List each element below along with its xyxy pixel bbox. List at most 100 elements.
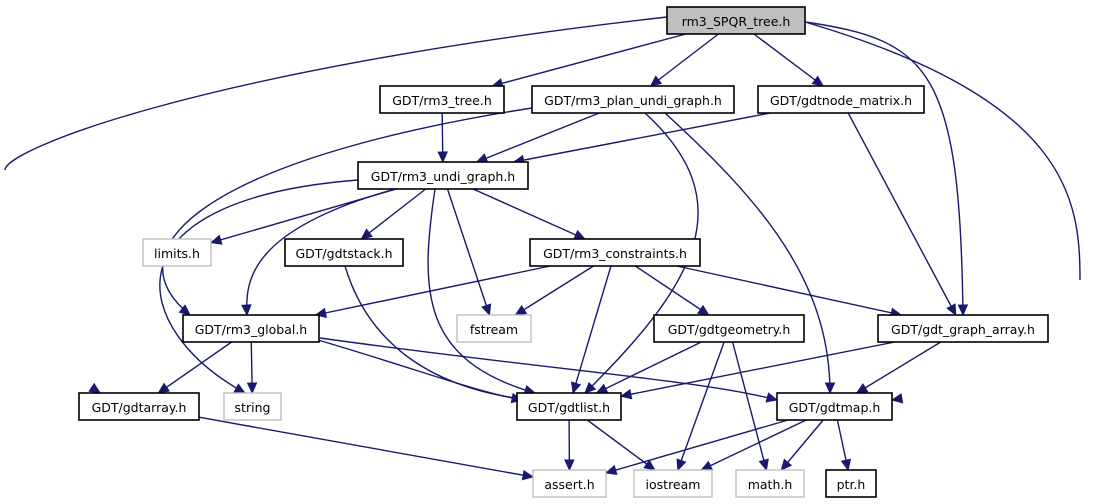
edge-gdtgeometry-to-gdtlist-arrowhead	[595, 383, 609, 394]
edge-gdtmap-to-math-arrowhead	[780, 458, 793, 471]
node-label: fstream	[470, 322, 518, 337]
edge-root-to-gdtarray	[4, 16, 668, 171]
edge-gdtarray-to-assert	[198, 416, 534, 478]
edge-rm3_undi_graph-to-gdtstack-arrowhead	[360, 228, 373, 240]
edge-gdtmap-to-iostream	[701, 419, 807, 471]
edge-rm3_global-to-string-arrowhead	[246, 382, 258, 395]
edge-rm3_undi_graph-to-rm3_constraints	[472, 188, 586, 240]
node-gdtstack[interactable]: GDT/gdtstack.h	[284, 238, 404, 267]
node-box	[531, 85, 735, 114]
edge-gdtgeometry-to-math-arrowhead	[758, 458, 769, 472]
node-assert: assert.h	[532, 469, 607, 498]
node-label: GDT/gdtgeometry.h	[668, 322, 791, 337]
edge-rm3_plan_undi_graph-to-rm3_global	[162, 107, 533, 316]
edge-rm3_constraints-to-gdtlist-arrowhead	[570, 381, 582, 395]
node-box	[379, 85, 505, 114]
node-label: GDT/rm3_plan_undi_graph.h	[544, 93, 722, 108]
edge-root-to-gdt_graph_array-arrowhead	[957, 304, 969, 317]
edge-rm3_undi_graph-to-gdtstack	[360, 188, 427, 240]
edge-rm3_plan_undi_graph-to-rm3_undi_graph	[476, 112, 600, 163]
node-label: GDT/rm3_constraints.h	[543, 246, 687, 261]
node-root[interactable]: rm3_SPQR_tree.h	[666, 6, 806, 35]
edge-root-to-rm3_plan_undi_graph-arrowhead	[649, 75, 663, 87]
node-ptr[interactable]: ptr.h	[825, 469, 877, 498]
edge-root-to-gdtnode_matrix	[753, 33, 824, 87]
edge-rm3_plan_undi_graph-to-gdtlist-arrowhead	[584, 381, 597, 394]
edge-rm3_undi_graph-to-fstream	[446, 188, 491, 316]
edge-gdtnode_matrix-to-rm3_undi_graph	[513, 112, 771, 163]
node-math: math.h	[735, 469, 805, 498]
edge-gdtmap-to-iostream-arrowhead	[700, 460, 714, 471]
node-label: assert.h	[544, 477, 594, 492]
edge-rm3_constraints-to-fstream-arrowhead	[514, 304, 528, 316]
node-label: GDT/rm3_tree.h	[392, 93, 492, 108]
edge-gdt_graph_array-to-gdtmap-arrowhead	[855, 383, 869, 394]
node-label: GDT/rm3_undi_graph.h	[371, 169, 515, 184]
edge-root-to-gdtarray-arrowhead	[88, 382, 102, 394]
node-box	[223, 392, 282, 421]
node-rm3-plan-undi-graph[interactable]: GDT/rm3_plan_undi_graph.h	[531, 85, 735, 114]
node-rm3-undi-graph[interactable]: GDT/rm3_undi_graph.h	[357, 161, 529, 190]
edge-gdt_graph_array-to-gdtlist	[620, 341, 895, 397]
edge-gdtgeometry-to-gdtlist	[596, 341, 702, 394]
edge-gdtlist-to-assert-arrowhead	[564, 459, 575, 472]
node-gdtmap[interactable]: GDT/gdtmap.h	[776, 392, 893, 421]
node-label: rm3_SPQR_tree.h	[682, 14, 791, 29]
node-gdtgeometry[interactable]: GDT/gdtgeometry.h	[653, 314, 805, 343]
edge-rm3_global-to-gdtarray	[157, 341, 233, 394]
node-box	[735, 469, 805, 498]
node-gdtnode-matrix[interactable]: GDT/gdtnode_matrix.h	[757, 85, 925, 114]
edge-rm3_constraints-to-gdt_graph_array	[676, 265, 902, 316]
node-box	[142, 238, 212, 267]
edge-rm3_plan_undi_graph-to-gdtmap-arrowhead	[824, 382, 836, 395]
edge-rm3_undi_graph-to-rm3_global	[246, 188, 396, 316]
edge-gdtgeometry-to-iostream	[677, 341, 725, 471]
node-string: string	[223, 392, 282, 421]
node-box	[633, 469, 713, 498]
node-label: GDT/gdt_graph_array.h	[891, 322, 1035, 337]
node-box	[182, 314, 320, 343]
edge-gdtgeometry-to-math	[731, 341, 768, 471]
edge-root-to-gdtmap	[804, 21, 1081, 281]
node-rm3-tree[interactable]: GDT/rm3_tree.h	[379, 85, 505, 114]
edge-gdt_graph_array-to-gdtmap	[856, 341, 942, 394]
node-label: GDT/gdtstack.h	[295, 246, 392, 261]
node-box	[532, 469, 607, 498]
node-box	[825, 469, 877, 498]
edge-gdtmap-to-math	[780, 419, 824, 471]
edge-rm3_undi_graph-to-string	[159, 179, 359, 394]
edge-gdtnode_matrix-to-gdt_graph_array-arrowhead	[946, 303, 957, 317]
edge-gdtmap-to-assert	[605, 419, 789, 474]
node-box	[877, 314, 1049, 343]
edge-rm3_undi_graph-to-fstream-arrowhead	[481, 303, 492, 317]
edge-gdtmap-to-ptr-arrowhead	[840, 458, 852, 472]
edge-rm3_undi_graph-to-rm3_global-arrowhead	[241, 304, 252, 317]
edge-rm3_constraints-to-gdtgeometry	[634, 265, 710, 316]
node-label: GDT/gdtlist.h	[528, 400, 610, 415]
node-box	[357, 161, 529, 190]
edge-root-to-gdtmap-arrowhead	[890, 393, 904, 404]
edge-rm3_plan_undi_graph-to-gdtmap	[664, 112, 831, 394]
edge-gdtgeometry-to-iostream-arrowhead	[676, 458, 687, 472]
edge-root-to-rm3_plan_undi_graph	[650, 33, 719, 87]
node-label: string	[235, 400, 271, 415]
node-box	[529, 238, 701, 267]
node-box	[653, 314, 805, 343]
node-gdtarray[interactable]: GDT/gdtarray.h	[78, 392, 200, 421]
node-gdt-graph-array[interactable]: GDT/gdt_graph_array.h	[877, 314, 1049, 343]
edge-rm3_undi_graph-to-limits-arrowhead	[209, 234, 223, 245]
edge-gdt_graph_array-to-gdtlist-arrowhead	[619, 388, 633, 400]
edge-rm3_global-to-gdtmap	[319, 337, 778, 401]
node-gdtlist[interactable]: GDT/gdtlist.h	[516, 392, 622, 421]
edge-rm3_undi_graph-to-gdtlist	[427, 188, 536, 394]
node-limits: limits.h	[142, 238, 212, 267]
node-rm3-constraints[interactable]: GDT/rm3_constraints.h	[529, 238, 701, 267]
edge-rm3_undi_graph-to-rm3_constraints-arrowhead	[573, 229, 586, 240]
node-box	[456, 314, 532, 343]
node-box	[666, 6, 806, 35]
node-label: limits.h	[154, 246, 200, 261]
edge-gdtmap-to-assert-arrowhead	[604, 464, 618, 476]
edge-root-to-rm3_tree	[492, 33, 686, 87]
node-rm3-global[interactable]: GDT/rm3_global.h	[182, 314, 320, 343]
node-label: iostream	[646, 477, 701, 492]
